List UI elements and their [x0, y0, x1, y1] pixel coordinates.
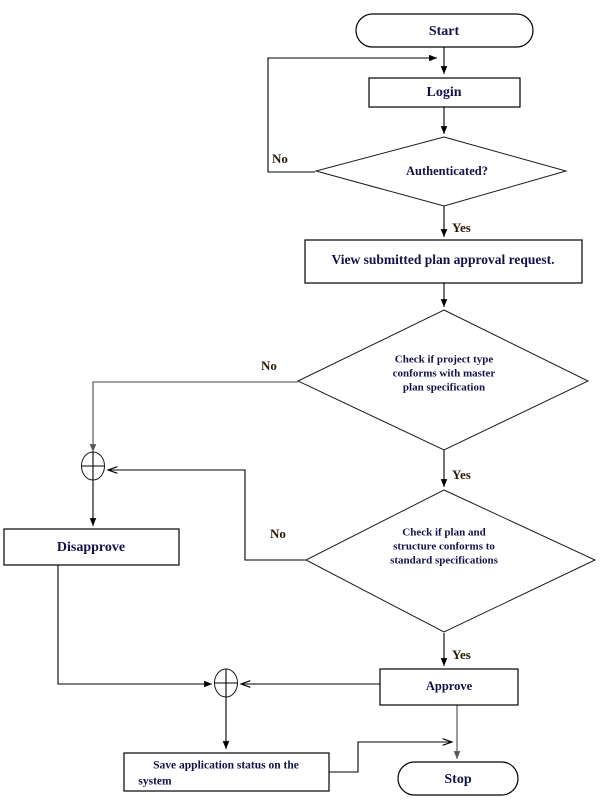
node-disapprove-label: Disapprove	[57, 540, 125, 555]
edge-label-check2-yes: Yes	[452, 647, 471, 662]
edge-label-authenticated-no: No	[272, 151, 288, 166]
edge-label-check1-yes: Yes	[452, 467, 471, 482]
node-check-project-type[interactable]: Check if project type conforms with mast…	[296, 309, 590, 451]
edge-label-check2-no: No	[270, 526, 286, 541]
node-save-status[interactable]: Save application status on the system	[123, 752, 330, 792]
node-start-label: Start	[429, 24, 460, 39]
node-login[interactable]: Login	[368, 77, 521, 108]
node-view-request-label: View submitted plan approval request.	[332, 252, 555, 267]
node-check-project-type-line2: conforms with master	[393, 368, 496, 380]
edge-label-authenticated-yes: Yes	[452, 220, 471, 235]
edge-check1-no	[89, 381, 298, 453]
node-approve-label: Approve	[426, 679, 473, 693]
node-check-plan-structure-line3: standard specifications	[390, 555, 499, 567]
node-save-status-line1: Save application status on the	[153, 760, 299, 772]
node-check-project-type-line3: plan specification	[403, 382, 485, 394]
edge-authenticated-no-loop	[267, 54, 438, 173]
edge-save-to-stop	[328, 738, 454, 773]
edge-check2-no	[106, 466, 306, 561]
node-check-plan-structure[interactable]: Check if plan and structure conforms to …	[304, 489, 597, 633]
node-stop[interactable]: Stop	[397, 761, 519, 796]
node-login-label: Login	[426, 85, 461, 100]
node-disapprove[interactable]: Disapprove	[3, 528, 180, 566]
node-authenticated[interactable]: Authenticated?	[314, 136, 568, 207]
node-merge-junction-2	[214, 668, 238, 698]
node-check-project-type-line1: Check if project type	[395, 354, 494, 366]
node-approve[interactable]: Approve	[379, 668, 519, 706]
node-stop-label: Stop	[444, 772, 471, 787]
edge-label-check1-no: No	[261, 358, 277, 373]
node-authenticated-label: Authenticated?	[406, 164, 488, 178]
node-start[interactable]: Start	[355, 13, 534, 48]
node-check-plan-structure-line2: structure conforms to	[393, 541, 495, 553]
node-check-plan-structure-line1: Check if plan and	[402, 527, 485, 539]
node-view-request[interactable]: View submitted plan approval request.	[304, 239, 583, 284]
node-save-status-line2: system	[138, 776, 172, 788]
node-merge-junction-1	[81, 451, 105, 481]
edge-disapprove-to-merge2	[57, 565, 213, 688]
